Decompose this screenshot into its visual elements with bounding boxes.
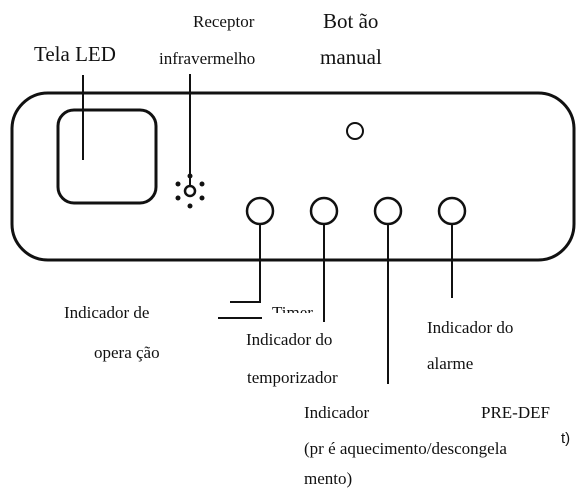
infrared-receptor-icon (175, 173, 205, 209)
panel-outline (10, 91, 576, 262)
label-predef-line2-tail: t) (561, 430, 571, 447)
indicator-alarm (437, 196, 467, 226)
indicator-predef (373, 196, 403, 226)
indicator-operation (245, 196, 275, 226)
label-timer-fragment: Timer (272, 304, 313, 313)
label-botao-line1: Bot ão (323, 9, 379, 33)
label-receptor-line1: Receptor (193, 12, 255, 31)
label-predef-line1b: PRE-DEF (481, 403, 550, 422)
label-alarme-line1: Indicador do (427, 318, 514, 337)
label-temporizador-line1: Indicador do (246, 330, 333, 349)
label-tela-led: Tela LED (34, 42, 116, 66)
label-receptor-line2: infravermelho (159, 49, 256, 68)
label-alarme-line2: alarme (427, 354, 474, 373)
leader-operation (230, 224, 261, 303)
led-display (56, 108, 158, 205)
label-temporizador-line2: temporizador (247, 368, 338, 387)
indicator-timer (309, 196, 339, 226)
label-botao-line2: manual (320, 45, 382, 69)
label-predef-line2: (pr é aquecimento/descongela (304, 439, 507, 458)
label-predef-line3: mento) (304, 469, 353, 488)
manual-button (346, 122, 364, 140)
label-predef-line1a: Indicador (304, 403, 370, 422)
label-operacao-line2: opera ção (94, 343, 160, 362)
label-operacao-line1: Indicador de (64, 303, 150, 322)
